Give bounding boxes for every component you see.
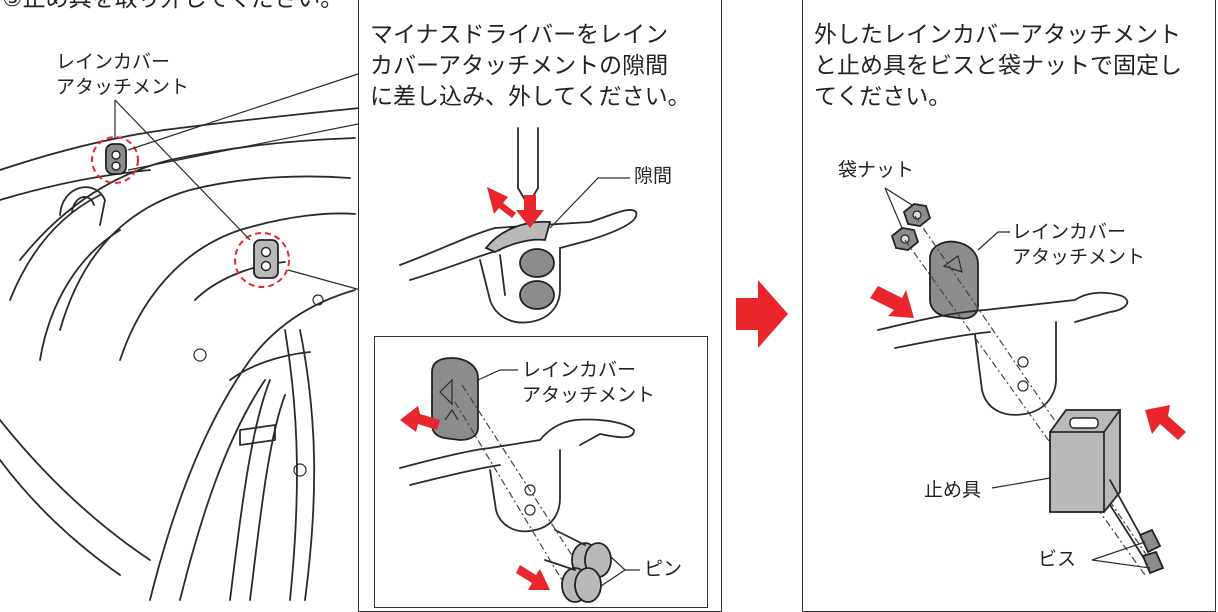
fix-instruction-line-1: 外したレインカバーアタッチメント xyxy=(814,22,1182,48)
fix-attachment-label-2: アタッチメント xyxy=(1012,246,1146,268)
step-panel-fix xyxy=(802,0,1216,612)
left-attachment-label-2: アタッチメント xyxy=(56,76,190,98)
pin-label: ピン xyxy=(644,558,683,580)
fix-attachment-label-1: レインカバー xyxy=(1012,221,1127,243)
screw-icon xyxy=(1109,479,1165,575)
fix-instruction-line-2: と止め具をビスと袋ナットで固定し xyxy=(814,53,1182,79)
cap-nut-icon xyxy=(890,203,932,251)
screw-label: ビス xyxy=(1038,548,1077,570)
right-arrow-icon xyxy=(736,280,788,348)
inset-attachment-label-2: アタッチメント xyxy=(522,384,656,406)
gap-label: 隙間 xyxy=(634,165,673,187)
inset-pin-removal xyxy=(374,336,708,608)
remove-instruction-line-2: カバーアタッチメントの隙間 xyxy=(370,53,669,79)
fix-instruction-line-3: てください。 xyxy=(814,84,952,110)
step-heading: ③止め具を取り外してください。 xyxy=(2,0,343,15)
remove-instruction-line-3: に差し込み、外してください。 xyxy=(370,84,691,110)
pull-arrow-icon xyxy=(487,187,516,218)
clip-label: 止め具 xyxy=(924,479,982,501)
cap-nut-label: 袋ナット xyxy=(838,159,915,181)
left-attachment-label-1: レインカバー xyxy=(56,51,171,73)
remove-instruction-line-1: マイナスドライバーをレイン xyxy=(370,22,669,48)
inset-attachment-label-1: レインカバー xyxy=(522,359,637,381)
push-arrow-icon xyxy=(516,195,544,228)
